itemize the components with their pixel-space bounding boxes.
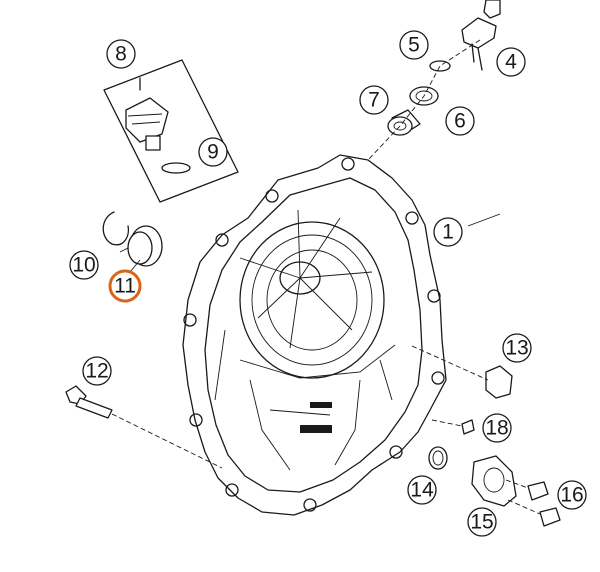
svg-text:14: 14 [410,479,434,502]
callout-labels: 1 4 5 6 7 8 9 10 [69,30,587,537]
part-13-plug [411,345,513,399]
callout-7[interactable]: 7 [359,85,389,115]
svg-text:7: 7 [368,89,380,112]
svg-text:12: 12 [85,360,108,383]
shaft-axis-line [367,39,481,161]
svg-text:6: 6 [454,110,466,133]
svg-text:11: 11 [114,275,136,298]
callout-16[interactable]: 16 [557,480,587,510]
callout-13[interactable]: 13 [502,333,532,363]
svg-text:13: 13 [505,337,528,360]
callout-14[interactable]: 14 [407,475,437,505]
callout-1[interactable]: 1 [433,217,463,247]
part-12-bolt [65,385,223,469]
svg-text:4: 4 [505,51,517,74]
part-11-seal [127,225,163,267]
svg-text:15: 15 [470,511,493,534]
callout-11[interactable]: 11 [108,269,142,303]
part-18-screw [431,419,475,435]
svg-text:16: 16 [560,484,583,507]
part-4-bracket [461,0,501,71]
callout-6[interactable]: 6 [445,106,475,136]
svg-text:1: 1 [442,221,454,244]
svg-text:9: 9 [207,141,219,164]
clutch-cover [182,154,447,516]
callout-9[interactable]: 9 [198,137,228,167]
callout-4[interactable]: 4 [496,47,526,77]
callout-5[interactable]: 5 [399,30,429,60]
callout-8[interactable]: 8 [106,39,136,69]
part-16-bolts [505,479,561,527]
callout-15[interactable]: 15 [467,507,497,537]
callout-12[interactable]: 12 [82,356,112,386]
svg-text:5: 5 [408,34,420,57]
callout-18[interactable]: 18 [482,413,512,443]
svg-text:18: 18 [485,417,508,440]
callout-10[interactable]: 10 [69,250,99,280]
svg-text:8: 8 [115,43,127,66]
part-10-circlip [102,211,130,246]
svg-text:10: 10 [72,254,95,277]
part-14-ring [428,446,448,470]
part-8-9-inset [103,59,239,203]
part-7-bearing [387,109,421,136]
part-5-washer [429,60,451,72]
